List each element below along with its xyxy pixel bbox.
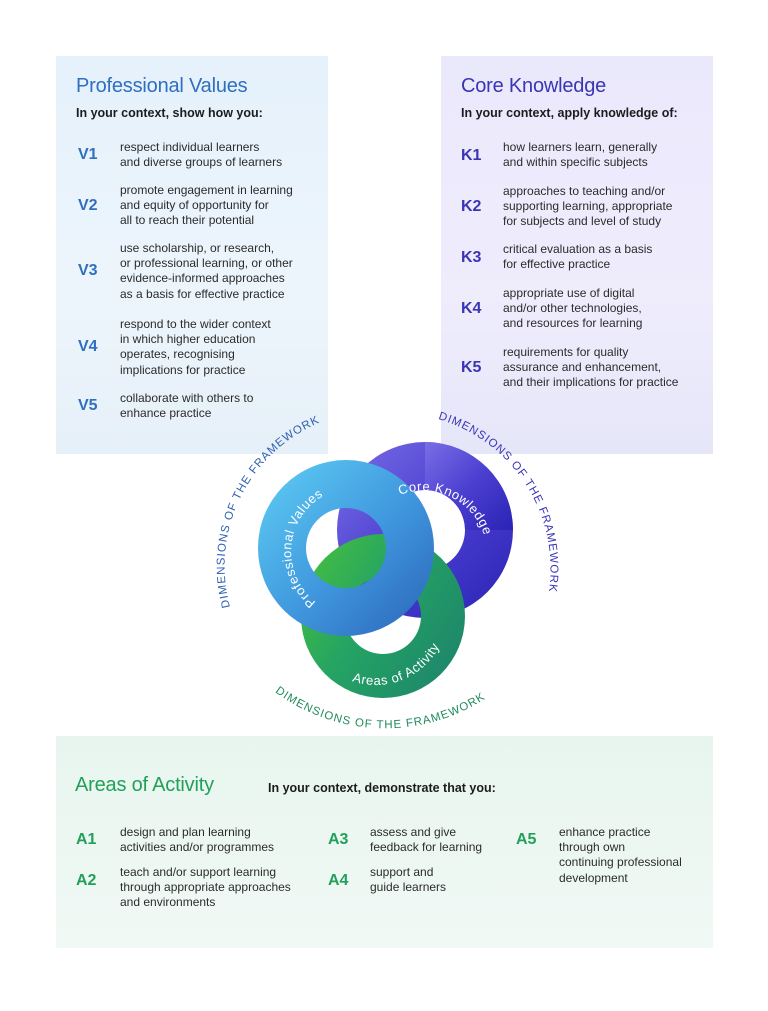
item-text: teach and/or support learning through ap…: [120, 865, 291, 910]
item-code: V1: [78, 146, 98, 163]
item-text: design and plan learning activities and/…: [120, 825, 275, 855]
venn-rings: [258, 442, 513, 698]
item-code: K1: [461, 147, 482, 164]
core-knowledge-panel: Core Knowledge In your context, apply kn…: [441, 56, 713, 454]
item-code: K4: [461, 300, 482, 317]
item-code: A1: [76, 831, 97, 848]
ring-professional-values: [258, 460, 434, 636]
item-code: A4: [328, 872, 349, 889]
core-knowledge-title: Core Knowledge: [461, 75, 607, 97]
item-text: respond to the wider context in which hi…: [120, 317, 271, 377]
item-code: K3: [461, 249, 482, 266]
professional-values-panel: Professional Values In your context, sho…: [56, 56, 328, 454]
areas-of-activity-panel: Areas of Activity In your context, demon…: [56, 736, 713, 948]
item-text: approaches to teaching and/or supporting…: [503, 184, 673, 229]
ring-knowledge-overlap: [425, 442, 513, 530]
item-code: K2: [461, 198, 482, 215]
core-knowledge-subtitle: In your context, apply knowledge of:: [461, 106, 678, 120]
item-text: use scholarship, or research, or profess…: [120, 241, 293, 301]
professional-values-title: Professional Values: [76, 75, 248, 97]
item-text: respect individual learners and diverse …: [120, 140, 283, 170]
item-text: how learners learn, generally and within…: [503, 140, 658, 170]
item-code: A3: [328, 831, 349, 848]
areas-of-activity-title: Areas of Activity: [75, 774, 214, 796]
item-text: appropriate use of digital and/or other …: [503, 286, 643, 331]
item-code: A2: [76, 872, 97, 889]
professional-values-subtitle: In your context, show how you:: [76, 106, 263, 120]
item-text: critical evaluation as a basis for effec…: [503, 242, 653, 272]
item-text: requirements for quality assurance and e…: [503, 345, 679, 390]
item-text: collaborate with others to enhance pract…: [120, 391, 254, 421]
item-code: V2: [78, 197, 98, 214]
item-text: enhance practice through own continuing …: [559, 825, 682, 885]
item-text: assess and give feedback for learning: [370, 825, 483, 855]
item-code: A5: [516, 831, 537, 848]
item-code: V4: [78, 338, 98, 355]
areas-of-activity-subtitle: In your context, demonstrate that you:: [268, 781, 496, 795]
item-code: V5: [78, 397, 98, 414]
item-code: V3: [78, 262, 98, 279]
item-text: support and guide learners: [370, 865, 447, 895]
item-code: K5: [461, 359, 482, 376]
item-text: promote engagement in learning and equit…: [120, 183, 293, 228]
